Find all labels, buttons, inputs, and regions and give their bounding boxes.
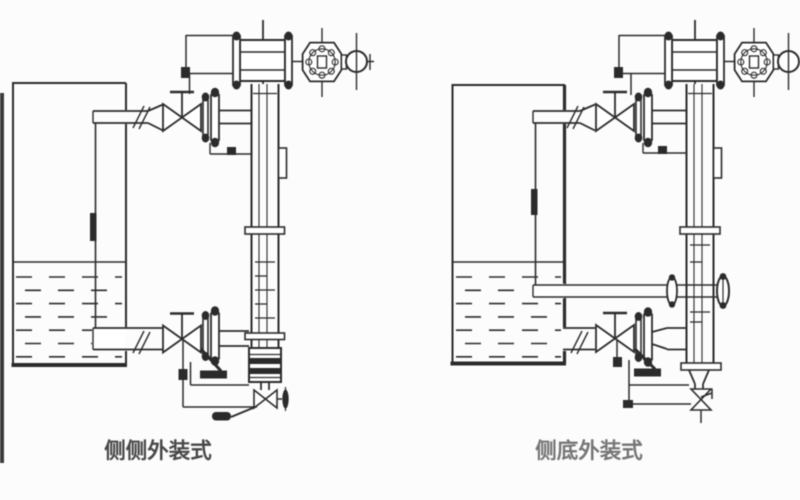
top-flange-right bbox=[633, 86, 654, 149]
tank-nozzles-right bbox=[531, 103, 719, 355]
top-isolation-valve-right bbox=[594, 90, 636, 133]
gauge-column-left bbox=[244, 84, 288, 390]
tank-nozzles-left bbox=[90, 103, 164, 355]
top-isolation-valve-left bbox=[161, 90, 203, 133]
drain-valve-right bbox=[689, 388, 713, 423]
bottom-isolation-valve-right bbox=[594, 311, 636, 354]
caption-side-side: 侧侧外装式 bbox=[104, 438, 212, 463]
top-flange-left bbox=[200, 86, 221, 149]
diagram-side-side-mount: 侧侧外装式 bbox=[11, 19, 375, 463]
tank-right bbox=[450, 84, 567, 366]
float-chamber-right bbox=[663, 19, 800, 98]
bottom-isolation-valve-left bbox=[161, 312, 203, 354]
bottom-pipe-left bbox=[199, 330, 249, 379]
float-chamber-left bbox=[231, 19, 375, 98]
top-pipe-left bbox=[209, 109, 251, 155]
drain-lines-right bbox=[613, 338, 691, 408]
diagram-side-bottom-mount: 侧底外装式 bbox=[450, 19, 800, 463]
bottom-flange-left bbox=[200, 305, 221, 367]
tank-left bbox=[11, 82, 127, 367]
bottom-pipe-right bbox=[633, 327, 686, 377]
caption-side-bottom: 侧底外装式 bbox=[535, 438, 643, 463]
top-pipe-right bbox=[642, 109, 686, 154]
page-edge-shadow bbox=[0, 93, 4, 463]
drain-valve-left bbox=[212, 387, 289, 421]
gauge-column-right bbox=[666, 84, 730, 389]
drain-lines-left bbox=[178, 339, 257, 408]
